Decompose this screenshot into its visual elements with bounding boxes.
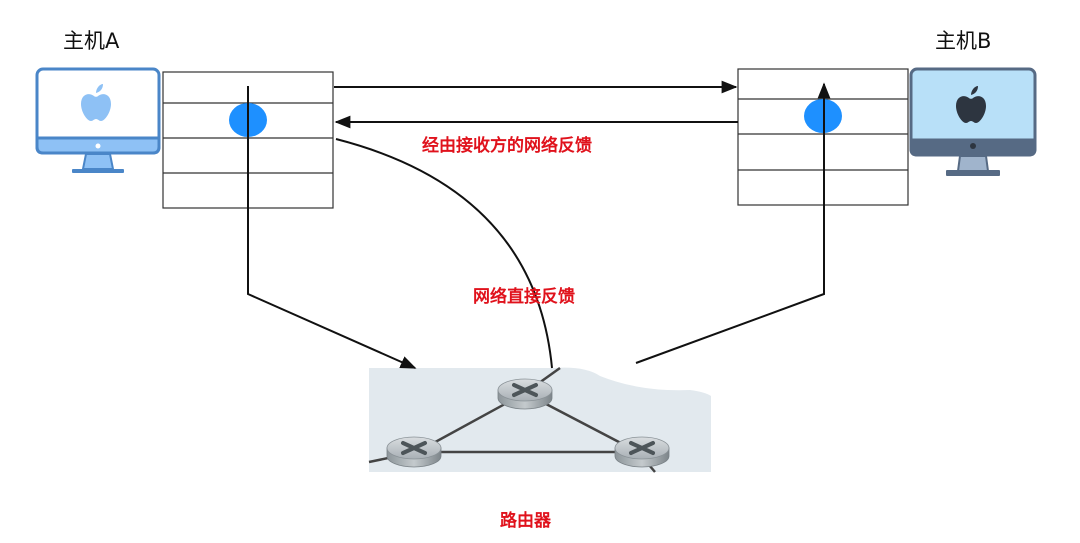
host-a-computer-icon bbox=[35, 67, 161, 173]
router-icon bbox=[385, 435, 443, 469]
receiver-feedback-label: 经由接收方的网络反馈 bbox=[422, 135, 592, 156]
host-a-label: 主机A bbox=[63, 29, 120, 53]
path-router-to-b bbox=[635, 82, 831, 364]
host-b-computer-icon bbox=[909, 67, 1037, 176]
direct-feedback-curve bbox=[335, 138, 553, 369]
host-b-label: 主机B bbox=[935, 29, 991, 53]
router-label: 路由器 bbox=[500, 510, 552, 531]
direct-feedback-label: 网络直接反馈 bbox=[473, 286, 575, 307]
router-icon bbox=[496, 377, 554, 411]
path-a-to-router bbox=[247, 86, 417, 369]
apple-logo-icon bbox=[956, 86, 986, 123]
apple-logo-icon bbox=[81, 84, 111, 121]
router-icon bbox=[613, 435, 671, 469]
